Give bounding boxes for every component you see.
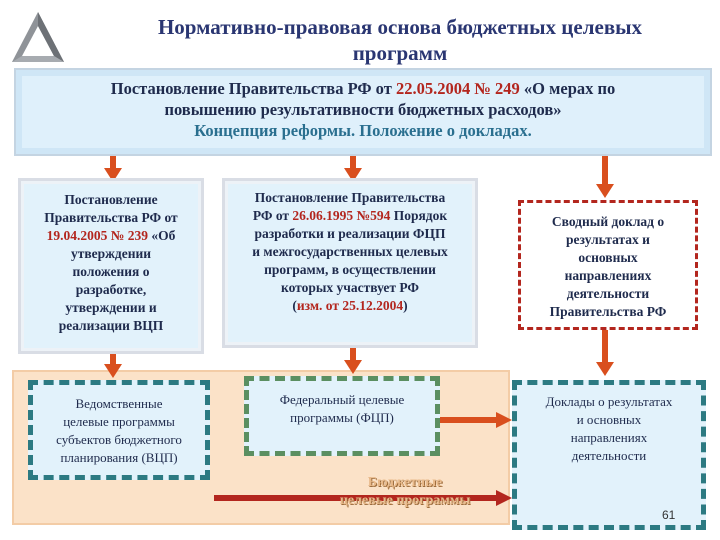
reports-box: Доклады о результатах и основных направл…: [512, 380, 706, 530]
budget-label-line-1: Бюджетные: [367, 475, 443, 490]
decree-1995-open-paren: (: [292, 298, 297, 313]
decree-1995-line-2: РФ от 26.06.1995 №594 Порядок: [225, 207, 475, 225]
budget-programs-label: Бюджетные целевые программы: [300, 474, 510, 510]
decree-1995-line-7: (изм. от 25.12.2004): [225, 297, 475, 315]
decree-2004-suffix: «О мерах по: [519, 79, 616, 98]
decree-2005-box: Постановление Правительства РФ от 19.04.…: [18, 178, 204, 354]
vcp-box: Ведомственные целевые программы субъекто…: [28, 380, 210, 480]
arrow-to-vcp-head: [104, 364, 122, 378]
reports-line-3: направлениях: [570, 430, 648, 445]
vcp-line-1: Ведомственные: [75, 396, 163, 411]
decree-2005-line-2: Правительства РФ от: [44, 210, 178, 225]
gov-report-line-3: основных: [578, 250, 638, 265]
decree-1995-close-paren: ): [403, 298, 408, 313]
decree-1995-box: Постановление Правительства РФ от 26.06.…: [222, 178, 478, 348]
arrow-to-reports-stem: [602, 330, 608, 364]
arrow-right-stem: [602, 156, 608, 186]
page-title: Нормативно-правовая основа бюджетных цел…: [110, 14, 690, 66]
decree-2005-date: 19.04.2005 № 239: [46, 228, 148, 243]
title-line-1: Нормативно-правовая основа бюджетных цел…: [157, 15, 643, 39]
fcp-box: Федеральный целевые программы (ФЦП): [244, 376, 440, 456]
decree-1995-amended: изм. от 25.12.2004: [296, 298, 404, 313]
decree-2005-line-6: разработке,: [75, 282, 147, 297]
decree-1995-suffix: Порядок: [390, 208, 448, 223]
arrow-to-vcp-stem: [110, 354, 116, 366]
arrow-left-stem: [110, 156, 116, 170]
fcp-line-2: программы (ФЦП): [290, 410, 394, 425]
decree-2005-line-4: утверждении: [70, 246, 152, 261]
gov-report-line-6: Правительства РФ: [549, 304, 667, 319]
decree-2005-line-7: утверждении и: [65, 300, 157, 315]
decree-2005-line-8: реализации ВЦП: [58, 318, 164, 333]
decree-2005-line-1: Постановление: [64, 192, 158, 207]
decree-2004-date: 22.05.2004 № 249: [395, 79, 520, 98]
budget-label-line-2: целевые программы: [339, 493, 471, 508]
fcp-line-1: Федеральный целевые: [279, 392, 405, 407]
decree-1995-prefix: РФ от: [252, 208, 293, 223]
page-number: 61: [662, 508, 676, 522]
reform-concept-line: Концепция реформы. Положение о докладах.: [194, 121, 532, 140]
title-line-2: программ: [352, 41, 448, 65]
arrow-fcp-to-reports: [440, 412, 512, 428]
decree-2004-prefix: Постановление Правительства РФ от: [110, 79, 396, 98]
arrow-to-fcp-stem: [350, 348, 356, 362]
decree-2005-suffix: «Об: [147, 228, 176, 243]
decree-1995-date: 26.06.1995 №594: [292, 208, 391, 223]
decree-2004-line-1: Постановление Правительства РФ от 22.05.…: [14, 78, 712, 99]
reports-line-2: и основных: [576, 412, 642, 427]
arrow-middle-stem: [350, 156, 356, 170]
vcp-line-2: целевые программы: [63, 414, 175, 429]
vcp-line-4: планирования (ВЦП): [60, 450, 178, 465]
arrow-to-fcp-head: [344, 360, 362, 374]
gov-report-line-4: направлениях: [564, 268, 652, 283]
arrow-right-head: [596, 184, 614, 198]
logo-icon: [8, 8, 68, 68]
decree-1995-line-3: разработки и реализации ФЦП: [254, 226, 446, 241]
decree-2004-box: [14, 68, 712, 156]
gov-report-line-2: результатах и: [566, 232, 650, 247]
decree-2004-line-2: повышению результативности бюджетных рас…: [164, 100, 562, 119]
decree-1995-line-5: программ, в осуществлении: [264, 262, 436, 277]
reports-line-4: деятельности: [571, 448, 647, 463]
vcp-line-3: субъектов бюджетного: [56, 432, 182, 447]
gov-report-line-5: деятельности: [566, 286, 650, 301]
reports-line-1: Доклады о результатах: [545, 394, 673, 409]
decree-2005-line-3: 19.04.2005 № 239 «Об: [21, 227, 201, 245]
decree-2004-text: Постановление Правительства РФ от 22.05.…: [14, 78, 712, 141]
gov-report-line-1: Сводный доклад о: [551, 214, 665, 229]
arrow-to-reports-head: [596, 362, 614, 376]
arrow-budget-to-reports: [214, 490, 512, 506]
government-report-box: Сводный доклад о результатах и основных …: [518, 200, 698, 330]
decree-1995-line-6: которых участвует РФ: [280, 280, 420, 295]
decree-2005-line-5: положения о: [72, 264, 150, 279]
decree-1995-line-1: Постановление Правительства: [254, 190, 446, 205]
decree-1995-line-4: и межгосударственных целевых: [252, 244, 448, 259]
